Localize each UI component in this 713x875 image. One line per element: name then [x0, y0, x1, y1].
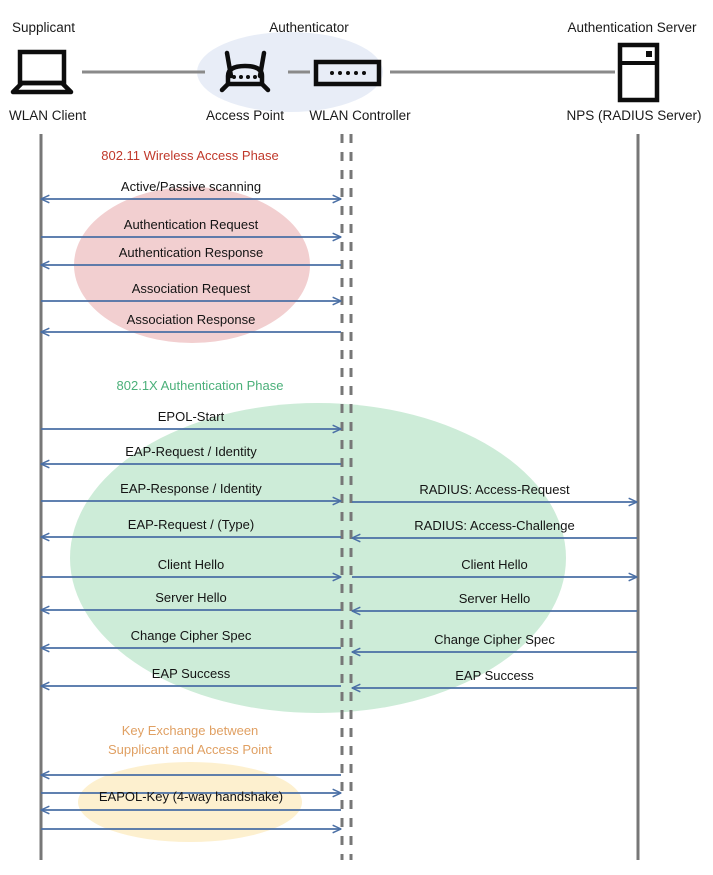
wireless-router-icon: [219, 50, 271, 93]
network-switch-icon: [313, 59, 382, 87]
phase-ellipse-key-exchange: [78, 762, 302, 842]
laptop-icon: [10, 49, 74, 95]
server-tower-icon: [617, 42, 660, 103]
message-arrows: [41, 199, 637, 829]
phase-ellipse-8021x: [70, 403, 566, 713]
